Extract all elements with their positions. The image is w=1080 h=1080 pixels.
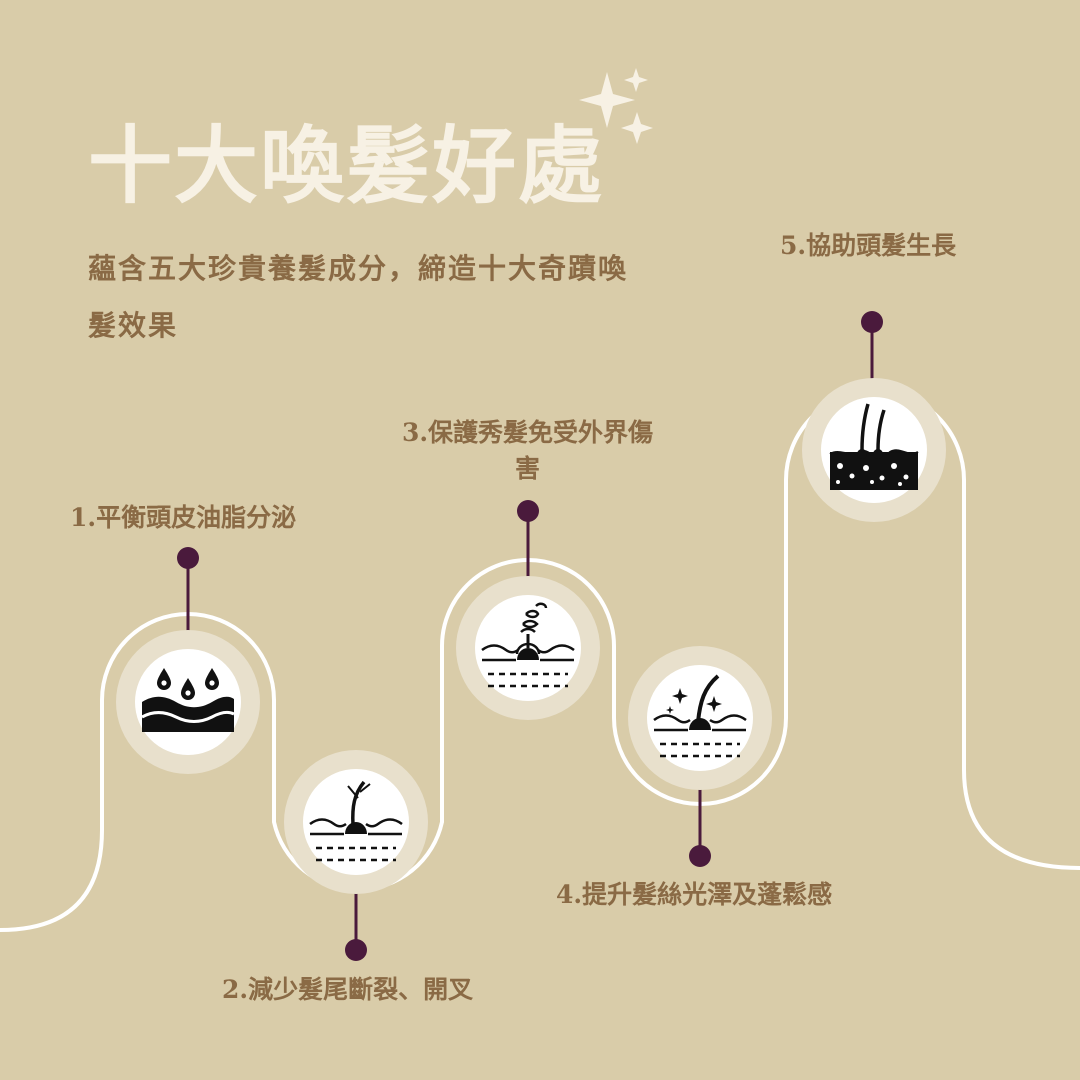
timeline-dot-4: [689, 845, 711, 867]
hair-protection-icon: [456, 576, 600, 720]
sparkle-icon: [579, 68, 653, 144]
page-subtitle: 蘊含五大珍貴養髮成分，締造十大奇蹟喚髮效果: [88, 252, 629, 342]
benefit-label-2: 2.減少髮尾斷裂、開叉: [222, 975, 474, 1004]
page-title: 十大喚髮好處: [88, 116, 605, 215]
split-ends-hair-icon: [284, 750, 428, 894]
benefit-label-4: 4.提升髮絲光澤及蓬鬆感: [556, 880, 833, 909]
timeline-dot-5: [861, 311, 883, 333]
benefit-label-1: 1.平衡頭皮油脂分泌: [70, 503, 297, 532]
benefit-label-5: 5.協助頭髮生長: [780, 231, 957, 260]
shiny-hair-icon: [628, 646, 772, 790]
timeline-dot-3: [517, 500, 539, 522]
timeline-dot-1: [177, 547, 199, 569]
timeline-dot-2: [345, 939, 367, 961]
scalp-oil-droplets-icon: [116, 630, 260, 774]
hair-growth-icon: [802, 378, 946, 522]
benefit-label-3: 3.保護秀髮免受外界傷害: [401, 418, 654, 483]
